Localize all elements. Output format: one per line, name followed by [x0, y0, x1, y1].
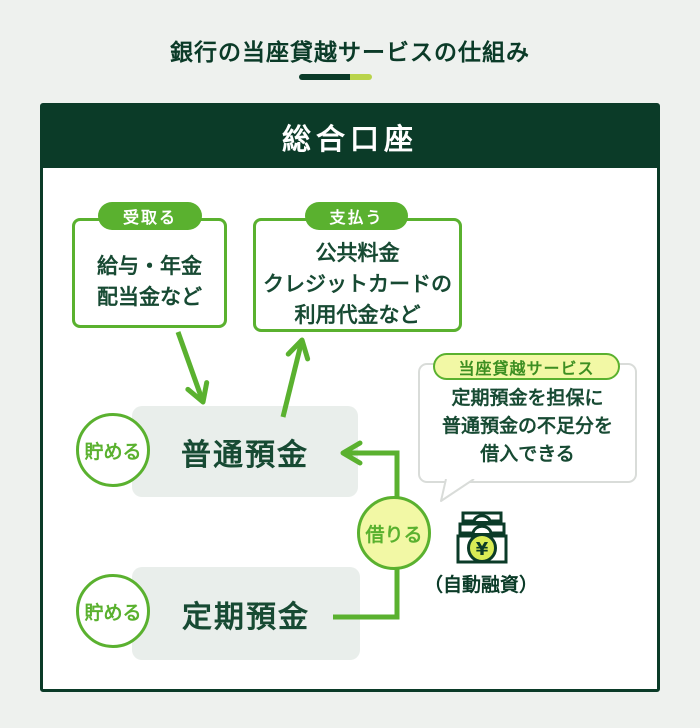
auto-loan-note: （自動融資） [423, 575, 538, 596]
pay-line: 公共料金 [315, 241, 400, 265]
overdraft-service-badge: 当座貸越サービス [433, 353, 620, 380]
divider-light-segment [350, 74, 372, 80]
overdraft-line: 定期預金を担保に [451, 388, 604, 409]
borrow-label: 借りる [365, 524, 423, 546]
receive-line: 給与・年金 [97, 255, 202, 278]
yen-symbol: ¥ [476, 539, 489, 560]
bubble-tail [440, 479, 475, 502]
receive-line: 配当金など [97, 286, 202, 309]
overdraft-line: 普通預金の不足分を [441, 416, 613, 437]
save-label: 貯める [84, 602, 142, 624]
comprehensive-account-panel: 総合口座 普通預金 定期預金 給与・年金 配当金など 受取る [40, 103, 660, 692]
pay-box: 公共料金 クレジットカードの 利用代金など [253, 218, 462, 332]
payment-out-arrow [280, 337, 311, 418]
save-circle-time: 貯める [76, 574, 150, 648]
receive-badge: 受取る [98, 202, 202, 230]
diagram-canvas: 普通預金 定期預金 給与・年金 配当金など 受取る 公共料金 クレジットカードの [43, 168, 657, 689]
borrow-circle: 借りる [357, 496, 431, 570]
divider-dark-segment [299, 74, 350, 80]
pay-line: クレジットカードの [263, 272, 452, 296]
ordinary-deposit-label: 普通預金 [181, 438, 309, 472]
title-divider [299, 74, 372, 80]
panel-header: 総合口座 [43, 106, 657, 168]
pay-line: 利用代金など [294, 303, 421, 327]
receive-box: 給与・年金 配当金など [72, 218, 227, 328]
time-deposit-label: 定期預金 [182, 600, 310, 634]
deposit-in-arrow [175, 331, 210, 405]
time-deposit-box: 定期預金 [132, 567, 360, 660]
save-label: 貯める [84, 441, 142, 463]
save-circle-ordinary: 貯める [76, 413, 150, 487]
pay-badge: 支払う [305, 202, 408, 230]
page-title: 銀行の当座貸越サービスの仕組み [170, 39, 530, 65]
overdraft-line: 借入できる [480, 444, 575, 465]
banknote-yen-icon: ¥ [456, 511, 508, 564]
overdraft-bubble: 定期預金を担保に 普通預金の不足分を 借入できる [418, 363, 637, 483]
ordinary-deposit-box: 普通預金 [132, 406, 358, 497]
